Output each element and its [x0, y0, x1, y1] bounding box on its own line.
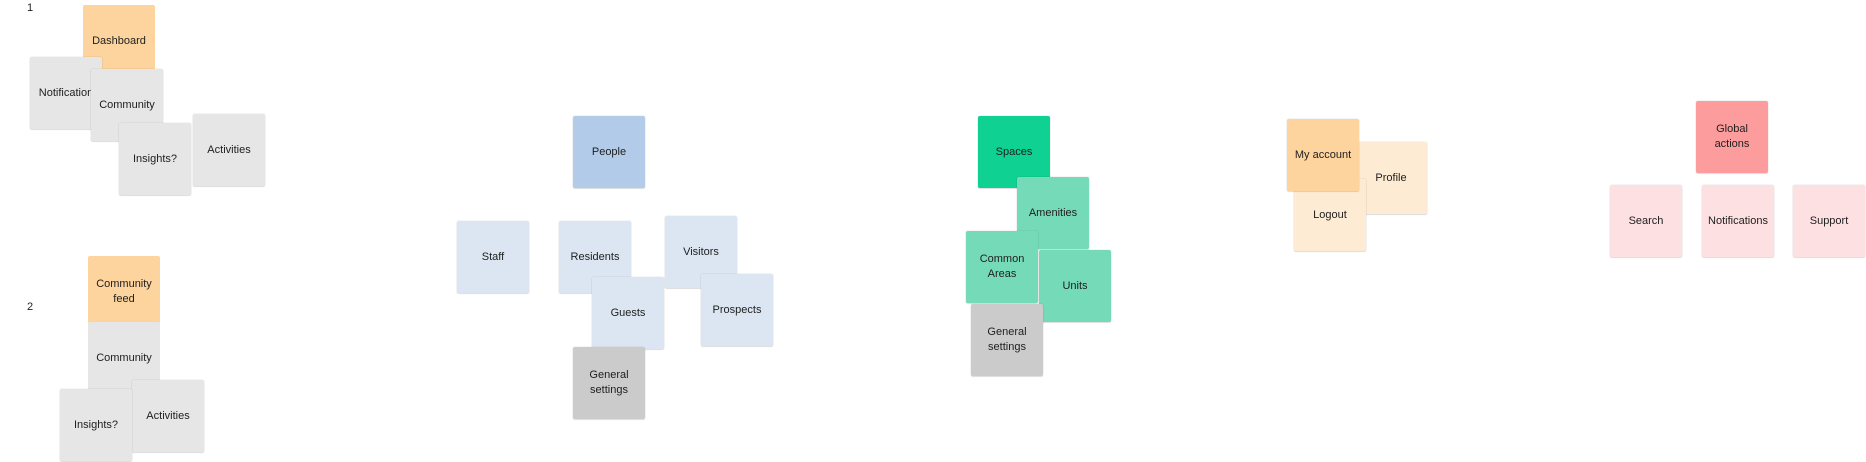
sticky-general-settings-spaces[interactable]: General settings	[971, 304, 1043, 376]
sticky-notifications[interactable]: Notifications	[1702, 185, 1774, 257]
group-number-1: 1	[27, 2, 34, 14]
sticky-notification[interactable]: Notification	[30, 57, 102, 129]
sticky-support[interactable]: Support	[1793, 185, 1865, 257]
sticky-units[interactable]: Units	[1039, 250, 1111, 322]
sticky-insights-1[interactable]: Insights?	[119, 123, 191, 195]
sticky-people[interactable]: People	[573, 116, 645, 188]
group-number-2: 2	[27, 301, 34, 313]
sticky-staff[interactable]: Staff	[457, 221, 529, 293]
sticky-activities-1[interactable]: Activities	[193, 114, 265, 186]
sticky-general-settings-people[interactable]: General settings	[573, 347, 645, 419]
sticky-community-feed[interactable]: Community feed	[88, 256, 160, 328]
sticky-prospects[interactable]: Prospects	[701, 274, 773, 346]
sticky-guests[interactable]: Guests	[592, 277, 664, 349]
sticky-profile[interactable]: Profile	[1355, 142, 1427, 214]
sticky-spaces[interactable]: Spaces	[978, 116, 1050, 188]
sticky-logout[interactable]: Logout	[1294, 179, 1366, 251]
sticky-my-account[interactable]: My account	[1287, 119, 1359, 191]
sticky-global-actions[interactable]: Global actions	[1696, 101, 1768, 173]
sticky-common-areas[interactable]: Common Areas	[966, 231, 1038, 303]
sticky-search[interactable]: Search	[1610, 185, 1682, 257]
sticky-activities-2[interactable]: Activities	[132, 380, 204, 452]
sticky-insights-2[interactable]: Insights?	[60, 389, 132, 461]
